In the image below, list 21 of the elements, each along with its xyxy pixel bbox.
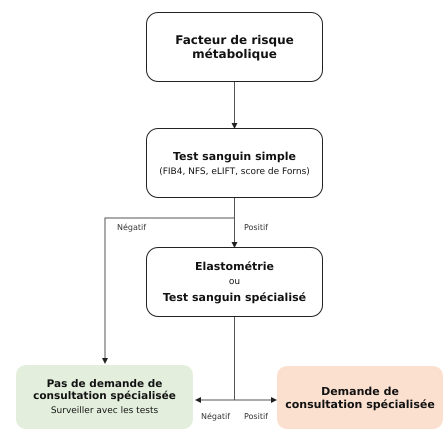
process-box <box>146 12 323 82</box>
node-text: Test sanguin spécialisé <box>162 291 306 304</box>
process-box <box>146 247 323 317</box>
node-title: Demande de consultation spécialisée <box>284 384 436 410</box>
outcome-box <box>277 366 443 429</box>
edge-label: Positif <box>243 412 269 421</box>
outcome-box <box>16 365 193 429</box>
node-title: Test sanguin simple <box>173 150 296 162</box>
arrow <box>102 198 235 364</box>
node-text: Surveiller avec les tests <box>50 406 158 416</box>
edge-label: Négatif <box>200 412 232 421</box>
edge-label: Négatif <box>116 223 148 232</box>
node-title: Facteur de risque métabolique <box>174 33 295 61</box>
arrow <box>232 82 238 129</box>
node-title: Pas de demande de consultation spécialisée <box>32 378 177 402</box>
node-text: (FIB4, NFS, eLIFT, score de Forns) <box>159 166 310 176</box>
process-box <box>146 128 323 198</box>
edge-label: Positif <box>243 223 269 232</box>
node-text: ou <box>228 277 240 287</box>
arrow <box>234 316 277 403</box>
node-title: Elastométrie <box>195 260 274 273</box>
